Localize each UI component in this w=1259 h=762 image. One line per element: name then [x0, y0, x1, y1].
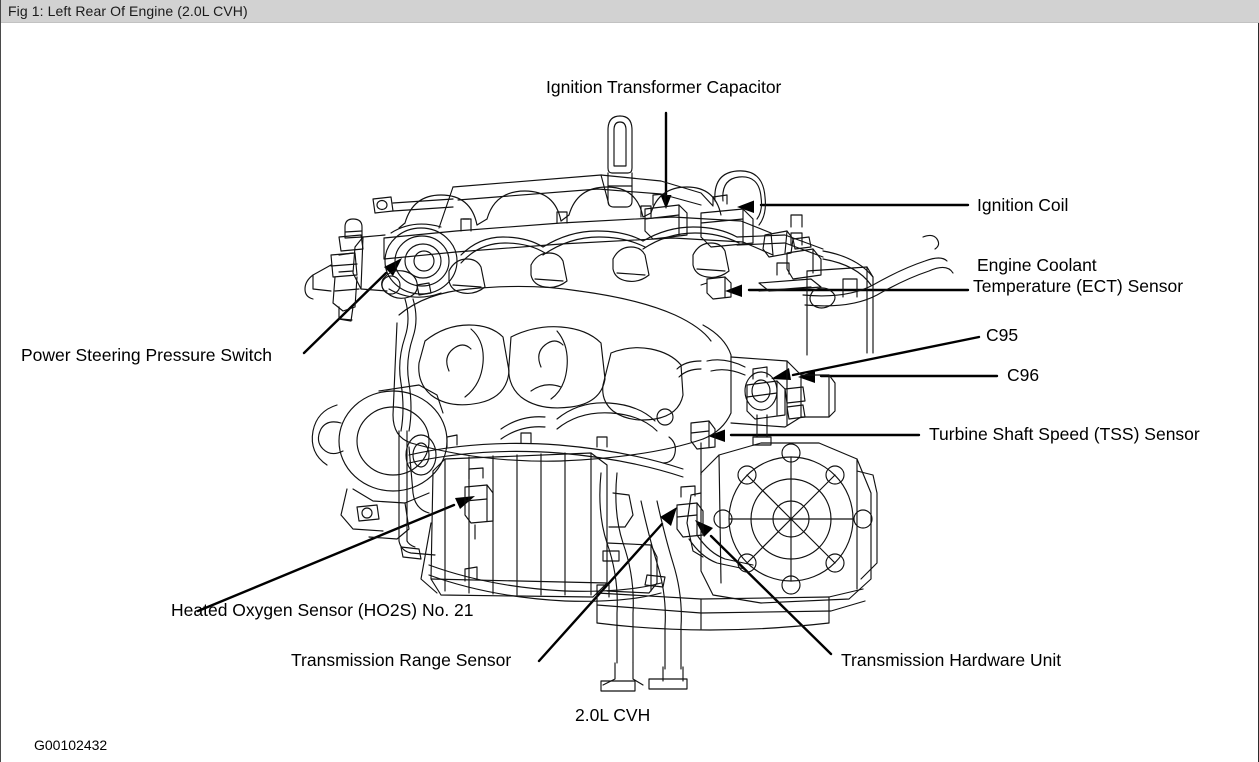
label-c95: C95: [986, 325, 1019, 345]
label-ect-sensor: Engine Coolant Temperature (ECT) Sensor: [973, 255, 1183, 297]
engine-illustration-geometry: [304, 115, 954, 692]
label-transmission-hardware-unit: Transmission Hardware Unit: [841, 650, 1062, 670]
label-ect-sensor-line2: Temperature (ECT) Sensor: [973, 276, 1184, 296]
figure-id-code: G00102432: [34, 737, 108, 753]
label-ho2s-21: Heated Oxygen Sensor (HO2S) No. 21: [171, 600, 474, 620]
label-ignition-coil: Ignition Coil: [977, 195, 1069, 215]
label-tss-sensor: Turbine Shaft Speed (TSS) Sensor: [929, 424, 1200, 444]
label-transmission-range-sensor: Transmission Range Sensor: [291, 650, 512, 670]
figure-title-bar: Fig 1: Left Rear Of Engine (2.0L CVH): [1, 0, 1259, 23]
engine-line-drawing: [196, 111, 999, 692]
figure-title: Fig 1: Left Rear Of Engine (2.0L CVH): [8, 3, 248, 19]
figure-canvas: Ignition Transformer Capacitor Ignition …: [1, 23, 1259, 762]
figure-caption-engine: 2.0L CVH: [575, 705, 651, 725]
label-ignition-transformer-capacitor: Ignition Transformer Capacitor: [546, 77, 782, 97]
label-ect-sensor-line1: Engine Coolant: [977, 255, 1097, 275]
label-c96: C96: [1007, 365, 1040, 385]
label-power-steering-pressure-switch: Power Steering Pressure Switch: [21, 345, 272, 365]
leader-lines: [196, 111, 999, 663]
